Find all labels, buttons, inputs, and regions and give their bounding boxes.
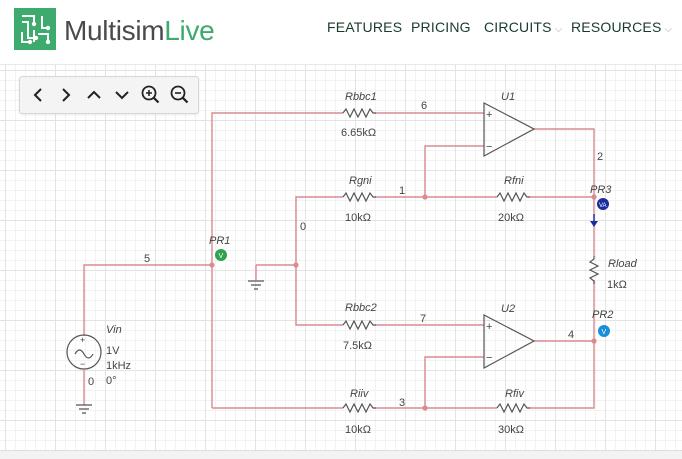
vin-phase: 0° (106, 375, 117, 387)
logo-text-live: Live (164, 15, 215, 46)
zoom-out-button[interactable] (166, 81, 194, 109)
logo-text-multisim: Multisim (64, 15, 165, 46)
nav-pricing[interactable]: PRICING (411, 18, 471, 36)
chevron-down-icon: ⌵ (554, 24, 563, 35)
vin-name: Vin (106, 324, 122, 336)
canvas-toolbar (19, 76, 199, 114)
rbbc2-value: 7.5kΩ (343, 340, 372, 352)
pr1-letter: V (219, 253, 224, 260)
zoom-in-icon (141, 85, 160, 104)
vin-minus-sign: − (80, 359, 85, 369)
nav-circuits[interactable]: CIRCUITS⌵ (484, 18, 563, 39)
chevron-right-icon (62, 88, 71, 102)
opamp-u1[interactable]: + − U1 (483, 91, 536, 158)
chevron-down-icon: ⌵ (664, 24, 673, 35)
rgni-value: 10kΩ (345, 212, 371, 224)
resistor-riiv[interactable]: Riiv 10kΩ (342, 388, 376, 436)
rbbc1-name: Rbbc1 (345, 91, 377, 103)
wires (83, 112, 595, 409)
resistor-rbbc1[interactable]: Rbbc1 6.65kΩ (341, 91, 377, 139)
resistor-rbbc2[interactable]: Rbbc2 7.5kΩ (342, 302, 377, 352)
ac-voltage-source-vin[interactable]: + − Vin 1V 1kHz 0° (66, 324, 131, 387)
pr3-letters: VA (599, 203, 607, 209)
node-1-label: 1 (399, 185, 405, 197)
vin-frequency: 1kHz (106, 360, 131, 372)
rbbc2-name: Rbbc2 (345, 302, 377, 314)
probe-pr1[interactable]: PR1 V (209, 235, 230, 261)
node-6-label: 6 (421, 100, 427, 112)
ground-symbol-node0 (248, 280, 264, 290)
rgni-name: Rgni (349, 175, 372, 187)
u1-label: U1 (501, 91, 515, 103)
nav-pricing-label: PRICING (411, 19, 471, 35)
schematic-canvas[interactable] (0, 64, 682, 459)
rload-name: Rload (608, 258, 638, 270)
u2-plus-sign: + (486, 321, 492, 333)
nav-resources-label: RESOURCES (571, 19, 662, 35)
rload-value: 1kΩ (607, 279, 627, 291)
pr2-name: PR2 (592, 309, 613, 321)
rfni-name: Rfni (504, 175, 524, 187)
opamp-u2[interactable]: + − U2 (483, 303, 536, 370)
node-2-label: 2 (597, 151, 603, 163)
u2-minus-sign: − (486, 352, 492, 364)
nav-resources[interactable]: RESOURCES⌵ (571, 18, 672, 39)
chevron-down-icon (115, 91, 129, 100)
circuit-board-logo-icon (14, 8, 56, 50)
node-labels: 6 1 2 0 5 7 4 3 0 (88, 100, 603, 409)
riiv-value: 10kΩ (345, 424, 371, 436)
current-arrow-icon (590, 221, 598, 227)
pan-left-button[interactable] (24, 81, 52, 109)
rfni-value: 20kΩ (498, 212, 524, 224)
multisim-live-logo[interactable]: MultisimLive (14, 8, 215, 52)
rfiv-name: Rfiv (505, 388, 525, 400)
vin-amplitude: 1V (106, 345, 120, 357)
u1-plus-sign: + (486, 109, 492, 121)
rbbc1-value: 6.65kΩ (341, 127, 376, 139)
pr3-name: PR3 (590, 184, 612, 196)
pan-down-button[interactable] (108, 81, 136, 109)
resistor-rgni[interactable]: Rgni 10kΩ (342, 175, 376, 224)
probe-pr2[interactable]: PR2 V (592, 309, 613, 337)
pr1-name: PR1 (209, 235, 230, 247)
source-node-0-label: 0 (88, 376, 94, 388)
ground-symbol-source (76, 404, 92, 414)
zoom-out-icon (170, 85, 189, 104)
junction-dots (209, 194, 597, 411)
vin-plus-sign: + (80, 335, 85, 345)
node-3-label: 3 (399, 397, 405, 409)
nav-features[interactable]: FEATURES (327, 18, 402, 36)
u1-minus-sign: − (486, 141, 492, 153)
logo-wordmark: MultisimLive (64, 13, 215, 49)
pan-up-button[interactable] (80, 81, 108, 109)
zoom-in-button[interactable] (137, 81, 165, 109)
rfiv-value: 30kΩ (498, 424, 524, 436)
resistor-rload[interactable]: Rload 1kΩ (588, 256, 638, 291)
resistor-rfiv[interactable]: Rfiv 30kΩ (496, 388, 530, 436)
chevron-left-icon (33, 88, 42, 102)
resistor-rfni[interactable]: Rfni 20kΩ (496, 175, 530, 224)
node-7-label: 7 (420, 313, 426, 325)
nav-features-label: FEATURES (327, 19, 403, 35)
u2-label: U2 (501, 303, 515, 315)
node-5-label: 5 (144, 253, 150, 265)
pan-right-button[interactable] (52, 81, 80, 109)
nav-circuits-label: CIRCUITS (484, 19, 552, 35)
probe-pr3[interactable]: PR3 VA (590, 184, 612, 227)
chevron-up-icon (87, 90, 101, 99)
riiv-name: Riiv (350, 388, 370, 400)
node-0-label: 0 (300, 221, 306, 233)
top-navigation-bar: MultisimLive FEATURES PRICING CIRCUITS⌵ … (0, 0, 682, 64)
canvas-bottom-edge (0, 450, 682, 459)
pr2-letter: V (602, 329, 607, 336)
node-4-label: 4 (568, 329, 574, 341)
